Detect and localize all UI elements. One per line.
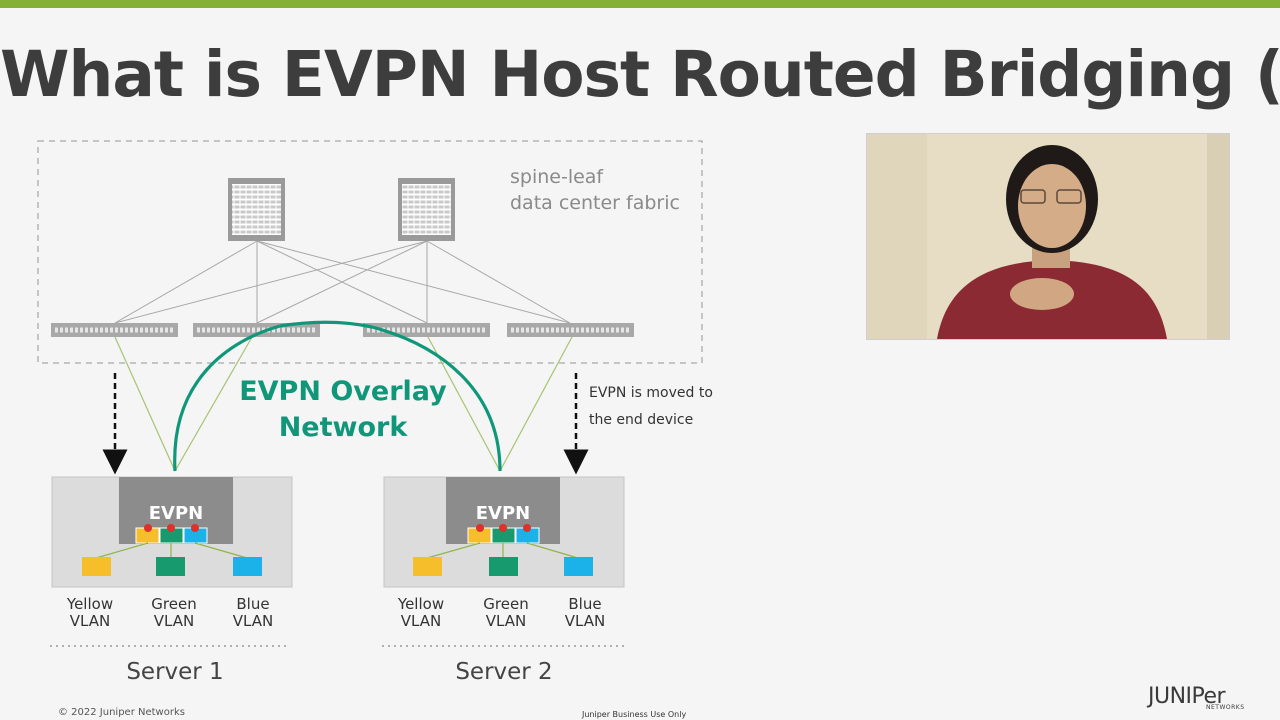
vlan-label: Green xyxy=(151,595,196,613)
server-2-box: EVPN xyxy=(383,476,625,588)
server-1-name: Server 1 xyxy=(126,659,223,685)
accent-bar xyxy=(0,0,1280,8)
vlan-label: VLAN xyxy=(401,612,441,630)
footer-classification: Juniper Business Use Only xyxy=(582,710,687,719)
server-2-vlan-labels: Yellow VLAN Green VLAN Blue VLAN xyxy=(397,595,605,630)
slide-title: What is EVPN Host Routed Bridging (HRB)? xyxy=(0,38,1280,111)
vlan-label: VLAN xyxy=(154,612,194,630)
vlan-label: VLAN xyxy=(233,612,273,630)
fabric-boundary xyxy=(37,140,703,364)
server-2-evpn-label: EVPN xyxy=(476,503,530,524)
footer-copyright: © 2022 Juniper Networks xyxy=(58,707,185,718)
vlan-label: Yellow xyxy=(66,595,113,613)
spine-switch-1 xyxy=(228,178,285,241)
server-1-evpn-label: EVPN xyxy=(149,503,203,524)
fabric-label-line1: spine-leaf xyxy=(510,166,604,188)
server-2-name: Server 2 xyxy=(455,659,552,685)
leaf-switch-1 xyxy=(51,323,178,337)
fabric-links xyxy=(114,240,571,324)
vlan-label: Blue xyxy=(568,595,601,613)
vlan-label: VLAN xyxy=(486,612,526,630)
vlan-label: Green xyxy=(483,595,528,613)
vlan-label: Yellow xyxy=(397,595,444,613)
leaf-switch-4 xyxy=(507,323,634,337)
leaf-switch-2 xyxy=(193,323,320,337)
vlan-label: VLAN xyxy=(70,612,110,630)
juniper-logo-subtext: NETWORKS xyxy=(1206,704,1245,711)
vlan-label: Blue xyxy=(236,595,269,613)
presenter-video-icon xyxy=(867,134,1229,339)
presenter-video-feed xyxy=(866,133,1230,340)
vlan-label: VLAN xyxy=(565,612,605,630)
server-1-box: EVPN xyxy=(51,476,293,588)
server-uplinks xyxy=(114,336,573,472)
juniper-logo: JUNIPer xyxy=(1148,684,1226,709)
overlay-label-line1: EVPN Overlay xyxy=(239,376,447,407)
spine-switch-2 xyxy=(398,178,455,241)
server-1-vlan-labels: Yellow VLAN Green VLAN Blue VLAN xyxy=(66,595,273,630)
fabric-label-line2: data center fabric xyxy=(510,192,680,214)
note-line2: the end device xyxy=(589,412,693,428)
note-line1: EVPN is moved to xyxy=(589,385,713,401)
evpn-overlay-arcs xyxy=(173,320,502,472)
overlay-label-line2: Network xyxy=(279,412,409,443)
